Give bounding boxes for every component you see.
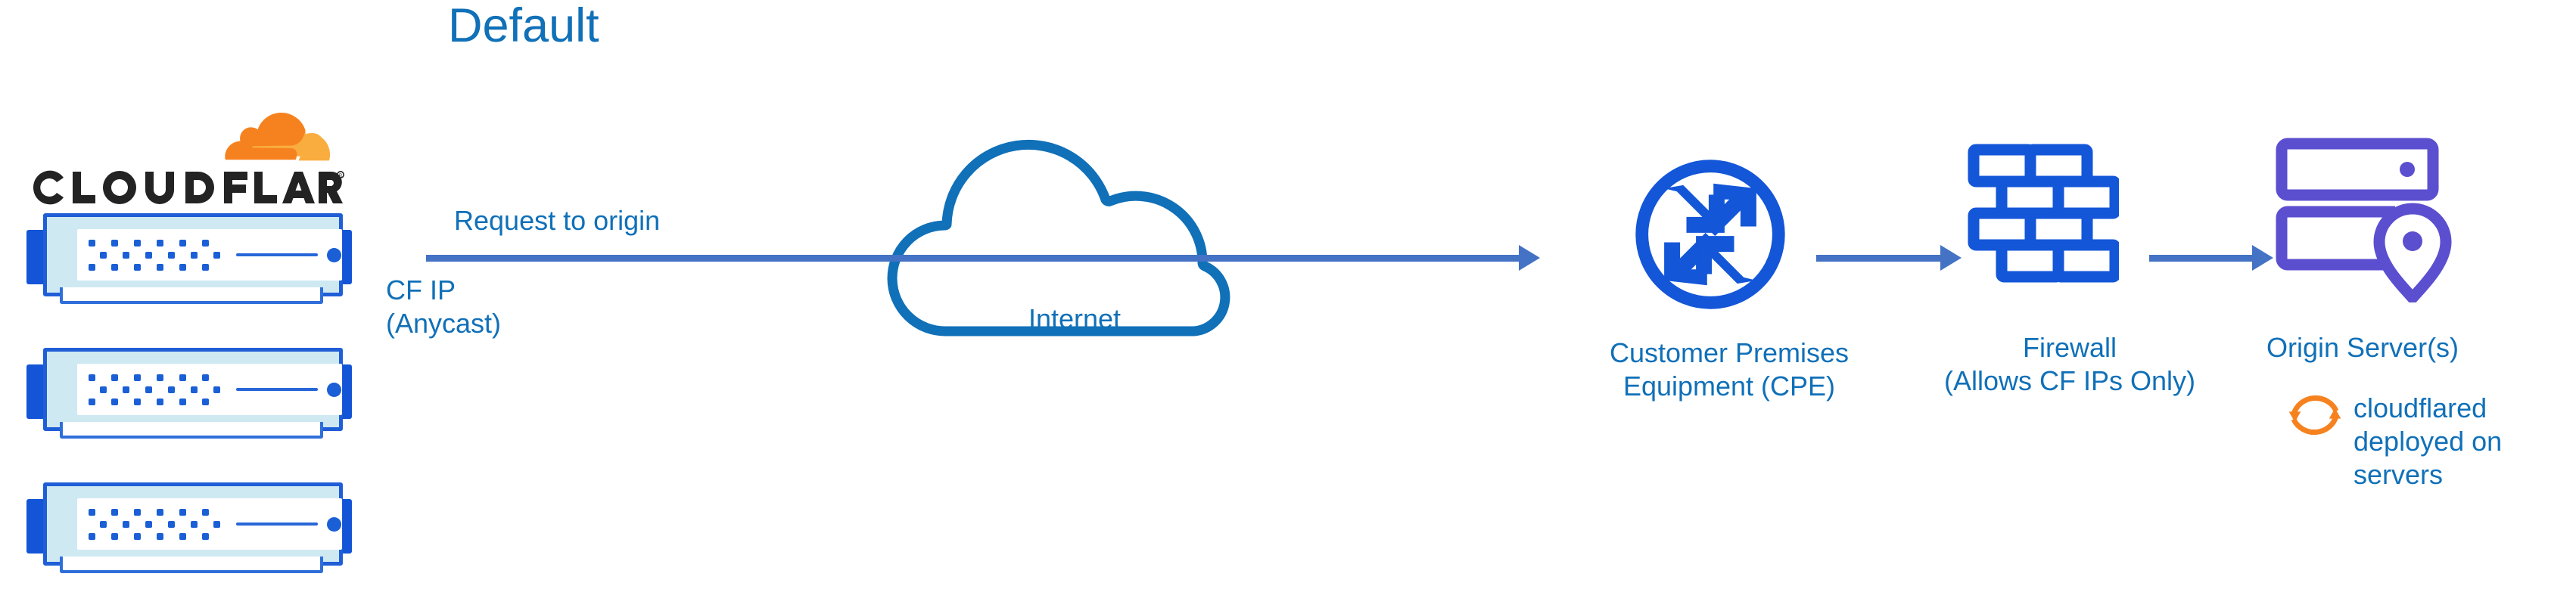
request-arrow-head-icon <box>1519 245 1540 271</box>
svg-text:R: R <box>339 174 343 178</box>
server-base <box>60 287 323 304</box>
server-faceplate <box>77 364 342 415</box>
router-icon <box>1635 160 1785 309</box>
cloudflared-line2: deployed on <box>2354 425 2503 457</box>
cpe-label: Customer Premises Equipment (CPE) <box>1551 336 1907 403</box>
firewall-label-line2: (Allows CF IPs Only) <box>1943 364 2196 396</box>
server-indicator-line <box>236 523 318 526</box>
server-unit <box>26 348 352 439</box>
server-port-dots <box>89 509 220 541</box>
server-port-dots <box>89 240 220 271</box>
server-chassis <box>43 213 343 296</box>
cloudflare-logo: R <box>30 106 348 205</box>
firewall-label-line1: Firewall <box>2022 332 2117 363</box>
brick-wall-icon <box>1968 144 2119 283</box>
server-led-icon <box>327 517 341 532</box>
server-led-icon <box>327 248 341 262</box>
server-rack-pin-icon <box>2276 138 2452 302</box>
request-arrow-label: Request to origin <box>454 205 661 236</box>
internet-label: Internet <box>1028 303 1122 334</box>
server-faceplate <box>77 498 342 550</box>
cloudflared-line3: servers <box>2354 458 2444 490</box>
server-port-dots <box>89 374 220 406</box>
cloudflared-annotation-label: cloudflared deployed on servers <box>2354 392 2520 492</box>
request-arrow-line <box>426 255 1519 262</box>
server-unit <box>26 482 352 573</box>
server-led-icon <box>327 383 341 397</box>
origin-server-label: Origin Server(s) <box>2266 332 2459 363</box>
server-faceplate <box>77 229 342 281</box>
server-unit <box>26 213 352 304</box>
cpe-label-line2: Equipment (CPE) <box>1622 370 1836 402</box>
cloud-icon <box>887 139 1230 336</box>
cloudflare-cloud-icon <box>225 113 331 161</box>
cloudflare-wordmark: R <box>33 170 344 205</box>
firewall-origin-arrow-head-icon <box>2252 245 2273 271</box>
cf-ip-line1: CF IP <box>386 274 456 305</box>
firewall-label: Firewall (Allows CF IPs Only) <box>1899 331 2240 398</box>
server-base <box>60 557 323 573</box>
cf-ip-line2: (Anycast) <box>386 307 502 339</box>
sync-arrows-icon <box>2288 395 2341 436</box>
cpe-firewall-arrow-head-icon <box>1940 245 1962 271</box>
cpe-firewall-arrow-line <box>1816 255 1940 262</box>
server-chassis <box>43 348 343 431</box>
page-title: Default <box>448 0 599 52</box>
cpe-label-line1: Customer Premises <box>1609 337 1850 368</box>
server-chassis <box>43 482 343 566</box>
cf-ip-label: CF IP (Anycast) <box>386 274 501 340</box>
cloudflared-line1: cloudflared <box>2354 392 2487 423</box>
server-indicator-line <box>236 253 318 256</box>
server-base <box>60 422 323 439</box>
server-indicator-line <box>236 388 318 391</box>
firewall-origin-arrow-line <box>2149 255 2252 262</box>
